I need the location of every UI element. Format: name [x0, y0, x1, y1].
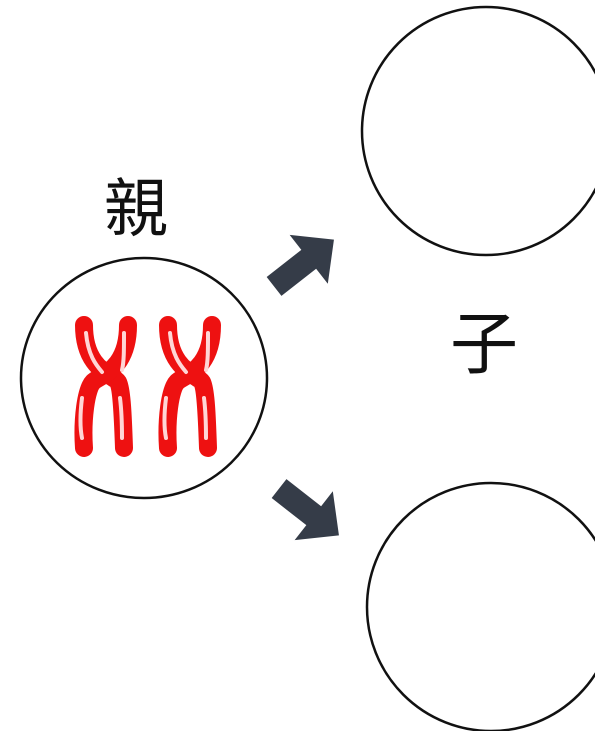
chromosome-icon	[158, 316, 221, 457]
daughter-cell-top	[360, 5, 595, 257]
chromosome-icon	[74, 316, 137, 457]
child-label: 子	[450, 306, 519, 385]
arrow-down-right-icon	[271, 479, 339, 541]
parent-label: 親	[104, 173, 168, 247]
daughter-cell-bottom	[365, 481, 595, 733]
parent-cell	[19, 256, 269, 500]
arrow-up-right-icon	[266, 234, 334, 296]
